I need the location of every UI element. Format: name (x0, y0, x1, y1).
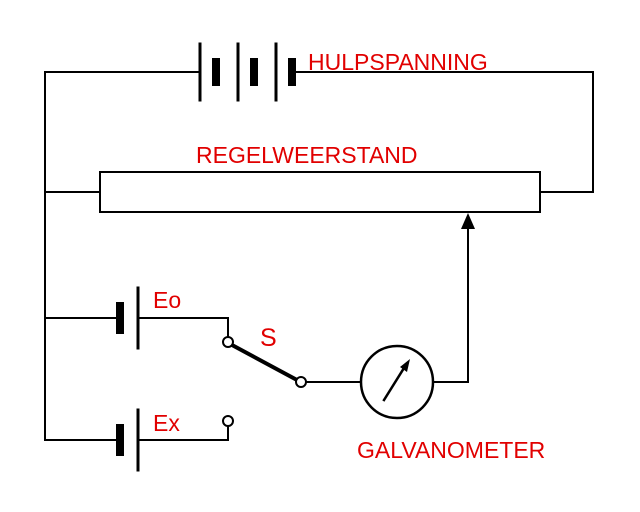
needle-arrowhead (400, 359, 410, 372)
label-regelweerstand: REGELWEERSTAND (196, 142, 418, 168)
label-cell-eo: Eo (153, 287, 181, 313)
label-cell-ex: Ex (153, 410, 180, 436)
label-hulpspanning: HULPSPANNING (308, 49, 488, 75)
wire-top-right (295, 71, 594, 193)
cell-eo-thick-plate (116, 302, 124, 334)
rheostat-body (99, 171, 541, 213)
switch-blade (230, 343, 299, 382)
filled-parts (116, 58, 475, 456)
galvanometer-needle (382, 366, 406, 402)
wire-left-rail (44, 71, 201, 441)
labels: HULPSPANNING REGELWEERSTAND Eo S Ex GALV… (153, 49, 545, 463)
wires (44, 42, 594, 472)
wire-ex-right (139, 425, 229, 441)
label-switch-s: S (260, 324, 277, 352)
wiper-arrowhead (461, 213, 475, 229)
label-galvanometer: GALVANOMETER (357, 437, 545, 463)
battery-thick-plate-1 (212, 58, 220, 86)
switch-contact-common (295, 376, 307, 388)
battery-thick-plate-2 (250, 58, 258, 86)
switch-contact-eo (222, 336, 234, 348)
wire-eo-right (139, 317, 229, 338)
switch-contact-ex (222, 415, 234, 427)
wire-galvo-to-wiper (432, 226, 469, 383)
galvanometer-body (359, 344, 435, 420)
battery-thick-plate-3 (288, 58, 296, 86)
cell-ex-thick-plate (116, 424, 124, 456)
